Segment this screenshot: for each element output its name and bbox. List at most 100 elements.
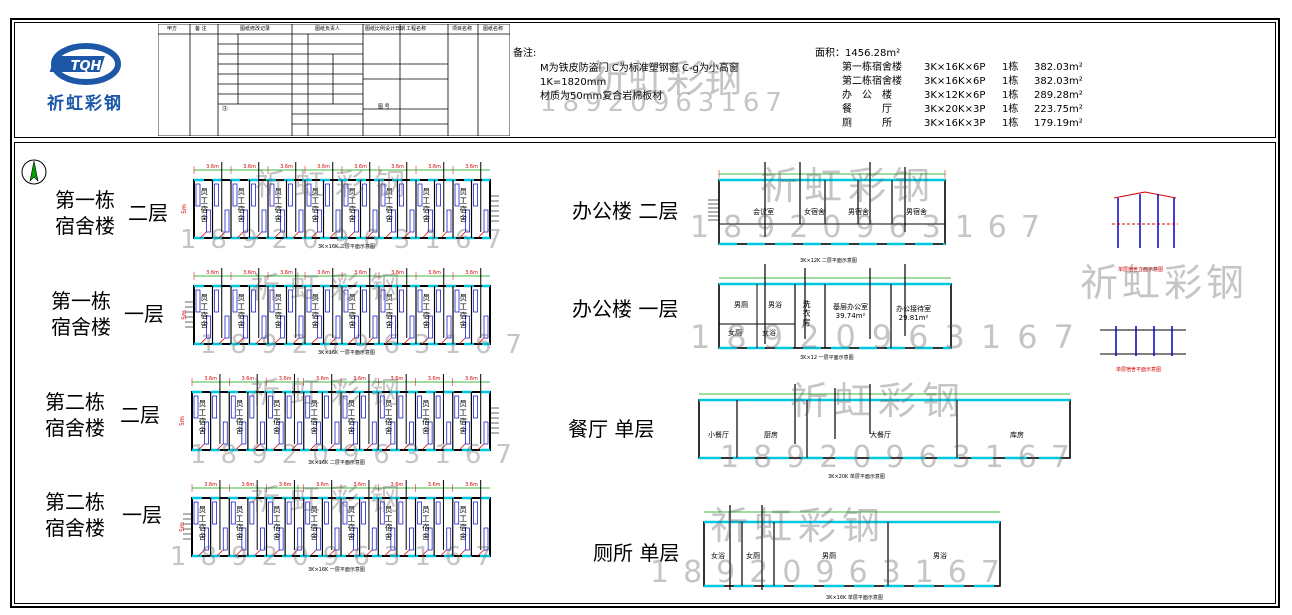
door [291, 443, 298, 451]
bed [224, 315, 230, 339]
door [199, 337, 207, 345]
bed [286, 395, 292, 419]
office-1f-plan [718, 264, 952, 350]
dimension-label: 3.6m [280, 270, 293, 276]
dimension-label: 3.6m [206, 164, 219, 170]
bed [483, 209, 489, 233]
room-label-char: 舍 [238, 213, 246, 223]
door [328, 443, 335, 451]
bed [288, 289, 293, 313]
title-block [14, 22, 1276, 138]
notes-line-1: M为铁皮防盗门 C为标准塑钢窗 C-g为小高窗 [540, 63, 739, 74]
bed [195, 183, 201, 207]
room-label-char: 工 [460, 302, 468, 311]
room-label-char: 宿 [423, 204, 431, 214]
door [309, 549, 317, 557]
room-label-char: 宿 [459, 416, 467, 426]
drawing-area [14, 142, 1276, 604]
bed [232, 289, 238, 313]
bed [343, 183, 349, 207]
door [347, 549, 354, 557]
room-label-char: 工 [238, 302, 246, 311]
caption-dorm-b1-1f: 3K×16K 一层平面示意图 [318, 350, 375, 356]
area-row-count: 1栋 [1002, 104, 1019, 115]
room-label-char: 舍 [236, 425, 244, 435]
door [384, 231, 392, 239]
dimension-label: 3.6m [241, 376, 254, 382]
room-label-char: 员 [349, 293, 357, 302]
bed [204, 527, 209, 551]
bed [372, 209, 378, 233]
door [235, 549, 242, 557]
room-label-char: 员 [201, 187, 209, 196]
room-label-char: 工 [199, 514, 207, 523]
bed [427, 421, 433, 445]
door [458, 231, 466, 239]
room-label-char: 员 [201, 293, 209, 302]
room-label-char: 员 [273, 505, 281, 514]
room-label-char: 舍 [236, 531, 244, 541]
room-label-char: 工 [422, 408, 430, 417]
bed [417, 395, 422, 419]
room-label-char: 舍 [275, 213, 283, 223]
room-label-char: 工 [201, 196, 209, 205]
bed [409, 421, 414, 445]
dimension-label: 3.6m [428, 164, 441, 170]
room-label-char: 舍 [460, 213, 468, 223]
room-label-char: 工 [385, 408, 393, 417]
bed [483, 315, 489, 339]
room-label-char: 工 [199, 408, 207, 417]
door [218, 337, 226, 345]
bed [343, 289, 349, 313]
dimension-label: 3.6m [390, 482, 403, 488]
door [458, 443, 466, 451]
door [218, 231, 226, 239]
dimension-label: 3.6m [465, 482, 478, 488]
dimension-label: 3.6m [316, 482, 329, 488]
room-label-char: 舍 [199, 531, 207, 541]
bed [446, 421, 452, 445]
bed [427, 527, 433, 551]
room-office2f-male-1: 男宿舍 [848, 208, 869, 216]
room-office2f-female: 女宿舍 [804, 208, 825, 216]
door [198, 443, 205, 451]
room-label-char: 工 [312, 196, 320, 205]
room-label-char: 员 [348, 505, 356, 514]
bed [306, 183, 312, 207]
bed [316, 527, 321, 551]
bed [380, 183, 386, 207]
room-canteen-small: 小餐厅 [708, 431, 729, 439]
room-label-char: 宿 [423, 310, 431, 320]
bed [305, 501, 311, 525]
bed [417, 501, 422, 525]
room-office2f-meeting: 会议室 [753, 208, 774, 216]
bed [454, 395, 460, 419]
bed [436, 183, 441, 207]
bed [454, 289, 460, 313]
room-label-char: 宿 [236, 416, 244, 426]
room-label-char: 舍 [273, 425, 281, 435]
dimension-label: 3.6m [428, 270, 441, 276]
room-label-char: 宿 [310, 416, 318, 426]
bed [261, 315, 267, 339]
area-row-spec: 3K×12K×6P [924, 90, 986, 101]
bed [249, 395, 255, 419]
room-label-char: 宿 [236, 522, 244, 532]
bed [260, 421, 265, 445]
dimension-label: 3.6m [353, 376, 366, 382]
room-label-char: 工 [423, 302, 431, 311]
bed [399, 183, 404, 207]
room-label-char: 员 [275, 293, 283, 302]
bed [324, 395, 329, 419]
dimension-label: 3.6m [317, 164, 330, 170]
bed [316, 421, 321, 445]
area-row-spec: 3K×20K×3P [924, 104, 986, 115]
bed [473, 183, 478, 207]
door [402, 549, 410, 557]
room-label-char: 宿 [273, 416, 281, 426]
bed [195, 289, 201, 313]
room-label-char: 工 [236, 408, 244, 417]
tb-header-project: 工程名称 [406, 26, 427, 32]
